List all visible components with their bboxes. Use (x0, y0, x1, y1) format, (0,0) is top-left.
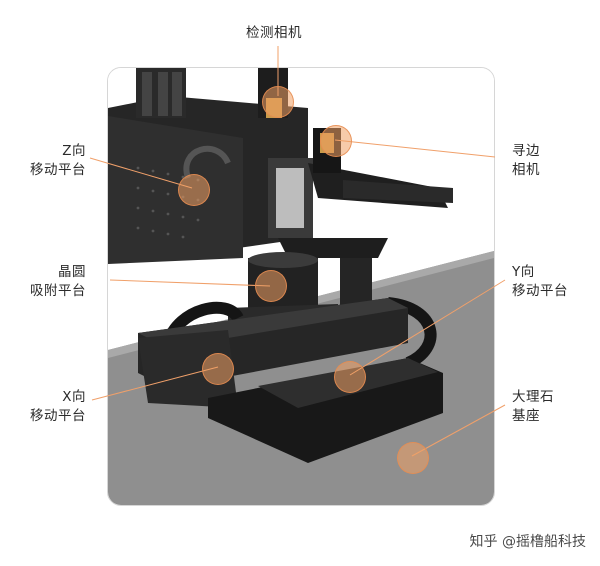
x-stage (138, 330, 238, 408)
leader-granite-base (411, 404, 506, 457)
label-z-stage: Z向 移动平台 (20, 142, 86, 180)
hotspot-z-stage (178, 174, 210, 206)
leader-edge-camera (334, 139, 496, 158)
label-line: 寻边 (512, 143, 540, 159)
machine-illustration (108, 68, 494, 505)
label-line: 吸附平台 (30, 283, 86, 299)
label-granite-base: 大理石 基座 (512, 388, 554, 426)
leader-wafer-chuck (109, 279, 271, 287)
label-line: 移动平台 (30, 408, 86, 424)
leader-x-stage (91, 366, 219, 401)
hotspot-x-stage (202, 353, 234, 385)
hotspot-edge-camera (320, 125, 352, 157)
watermark: 知乎 @摇橹船科技 (469, 534, 586, 550)
label-edge-camera: 寻边 相机 (512, 142, 540, 180)
label-wafer-chuck: 晶圆 吸附平台 (20, 263, 86, 301)
machine-photo-frame (107, 67, 495, 506)
label-line: 大理石 (512, 389, 554, 405)
label-inspection-camera: 检测相机 (246, 24, 302, 43)
hotspot-camera-top (262, 86, 294, 118)
label-line: 移动平台 (512, 283, 568, 299)
leader-z-stage (89, 157, 193, 189)
label-line: 移动平台 (30, 162, 86, 178)
label-y-stage: Y向 移动平台 (512, 263, 568, 301)
label-line: 检测相机 (246, 25, 302, 41)
label-line: 基座 (512, 408, 540, 424)
hotspot-wafer-chuck (255, 270, 287, 302)
hotspot-y-stage (334, 361, 366, 393)
leader-y-stage (349, 279, 506, 376)
label-line: Z向 (62, 143, 86, 159)
label-line: Y向 (512, 264, 535, 280)
label-x-stage: X向 移动平台 (20, 388, 86, 426)
label-line: 晶圆 (58, 264, 86, 280)
label-line: X向 (62, 389, 86, 405)
hotspot-granite-base (397, 442, 429, 474)
label-line: 相机 (512, 162, 540, 178)
